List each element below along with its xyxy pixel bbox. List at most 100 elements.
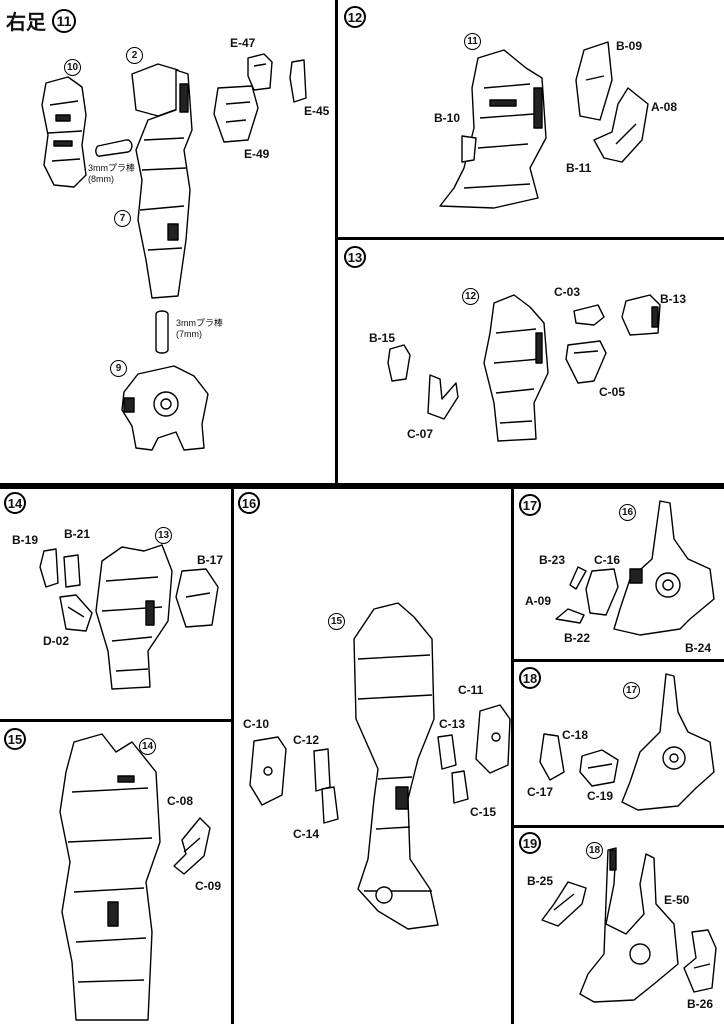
step-number-16: 16 [238,492,260,514]
assembly-illustration-16 [613,500,715,636]
step-14-panel: 14 B-19 B-21 13 B-17 D-02 [0,486,234,722]
ref-marker-2: 2 [126,47,143,64]
part-illustration-c-05 [565,340,607,384]
assembly-illustration-12 [483,294,549,442]
step-15-panel: 15 14 C-08 C-09 [0,722,234,1024]
ref-marker-12: 12 [462,288,479,305]
ref-marker-11: 11 [464,33,481,50]
step-19-panel: 19 18 B-25 E-50 B-26 [514,828,724,1024]
part-illustration-10 [41,76,87,188]
assembly-illustration-17 [621,673,715,811]
part-label-d-02: D-02 [43,634,70,648]
part-illustration-b-09 [575,41,613,121]
part-illustration-e-47 [247,53,273,91]
part-label-c-12: C-12 [293,733,320,747]
rod-8mm [95,139,133,157]
part-illustration-b-23 [569,566,587,590]
part-label-b-21: B-21 [64,527,91,541]
assembly-illustration-13 [95,544,173,690]
ref-marker-16: 16 [619,504,636,521]
ref-marker-13: 13 [155,527,172,544]
part-illustration-b-21 [63,554,81,588]
part-illustration-c-03 [573,304,605,326]
step-number-13: 13 [344,246,366,268]
part-label-b-10: B-10 [434,111,461,125]
step-17-panel: 17 16 B-23 C-16 A-09 B-22 B-24 [514,486,724,662]
ref-marker-17: 17 [623,682,640,699]
part-illustration-c-16 [585,568,619,616]
part-label-c-13: C-13 [439,717,466,731]
part-label-c-08: C-08 [167,794,194,808]
part-illustration-c-18-c-19 [579,749,619,787]
part-illustration-c-13 [437,734,457,770]
part-label-b-19: B-19 [12,533,39,547]
part-label-c-05: C-05 [599,385,626,399]
part-illustration-c-14 [321,786,339,824]
part-label-b-09: B-09 [616,39,643,53]
step-18-panel: 18 17 C-18 C-17 C-19 [514,662,724,828]
part-illustration-c-08-c-09 [173,817,211,875]
part-label-b-22: B-22 [564,631,591,645]
step-11-panel: 右足 11 10 2 7 9 E-47 E-45 E-49 3mmプラ棒 (8m… [0,0,338,486]
part-label-b-11: B-11 [566,161,592,175]
part-illustration-a-08 [593,87,649,163]
part-label-e-50: E-50 [664,893,690,907]
part-label-b-13: B-13 [660,292,687,306]
part-label-e-47: E-47 [230,36,256,50]
part-illustration-b-15 [387,344,411,382]
ref-marker-15: 15 [328,613,345,630]
part-illustration-b-19 [39,548,59,588]
part-label-c-14: C-14 [293,827,320,841]
part-illustration-c-17 [539,733,565,781]
part-illustration-c-10 [249,736,287,806]
part-illustration-9 [121,365,209,451]
part-label-e-45: E-45 [304,104,330,118]
part-label-c-15: C-15 [470,805,497,819]
part-label-b-23: B-23 [539,553,566,567]
step-number-18: 18 [519,667,541,689]
step-number-19: 19 [519,832,541,854]
part-label-c-10: C-10 [243,717,270,731]
step-16-panel: 16 15 C-11 C-10 C-12 C-13 C-14 C-15 [234,486,514,1024]
part-label-c-16: C-16 [594,553,621,567]
part-label-c-19: C-19 [587,789,614,803]
part-label-a-08: A-08 [651,100,678,114]
part-label-c-09: C-09 [195,879,222,893]
part-label-e-49: E-49 [244,147,270,161]
rod-note-8mm: 3mmプラ棒 (8mm) [88,163,135,184]
step-number-17: 17 [519,494,541,516]
page-title: 右足 11 [6,6,76,35]
part-illustration-2-7 [131,63,193,299]
part-illustration-b-26 [683,929,717,993]
assembly-illustration-15 [353,602,439,930]
step-number-14: 14 [4,492,26,514]
step-number-12: 12 [344,6,366,28]
step-12-panel: 12 11 B-09 A-08 B-10 B-11 [338,0,724,240]
part-label-c-18: C-18 [562,728,589,742]
assembly-illustration-18 [579,847,679,1003]
part-label-c-07: C-07 [407,427,434,441]
rod-note-7mm: 3mmプラ棒 (7mm) [176,318,223,339]
part-illustration-e-45 [289,59,307,103]
assembly-illustration-11 [439,49,547,209]
ref-marker-9: 9 [110,360,127,377]
ref-marker-10: 10 [64,59,81,76]
ref-marker-18: 18 [586,842,603,859]
part-illustration-c-15 [451,770,469,804]
part-label-b-26: B-26 [687,997,714,1011]
part-label-b-15: B-15 [369,331,396,345]
ref-marker-7: 7 [114,210,131,227]
step-number-15: 15 [4,728,26,750]
rod-7mm [155,310,169,354]
part-illustration-a-09-b-22 [555,608,585,624]
part-illustration-c-11 [475,704,511,774]
part-label-b-17: B-17 [197,553,224,567]
part-label-b-25: B-25 [527,874,554,888]
part-label-c-11: C-11 [458,683,484,697]
part-illustration-b-25 [541,881,587,927]
ref-marker-14: 14 [139,738,156,755]
part-illustration-b-17 [175,568,219,628]
assembly-illustration-14 [59,733,161,1021]
part-label-c-03: C-03 [554,285,581,299]
title-text: 右足 [6,12,46,34]
